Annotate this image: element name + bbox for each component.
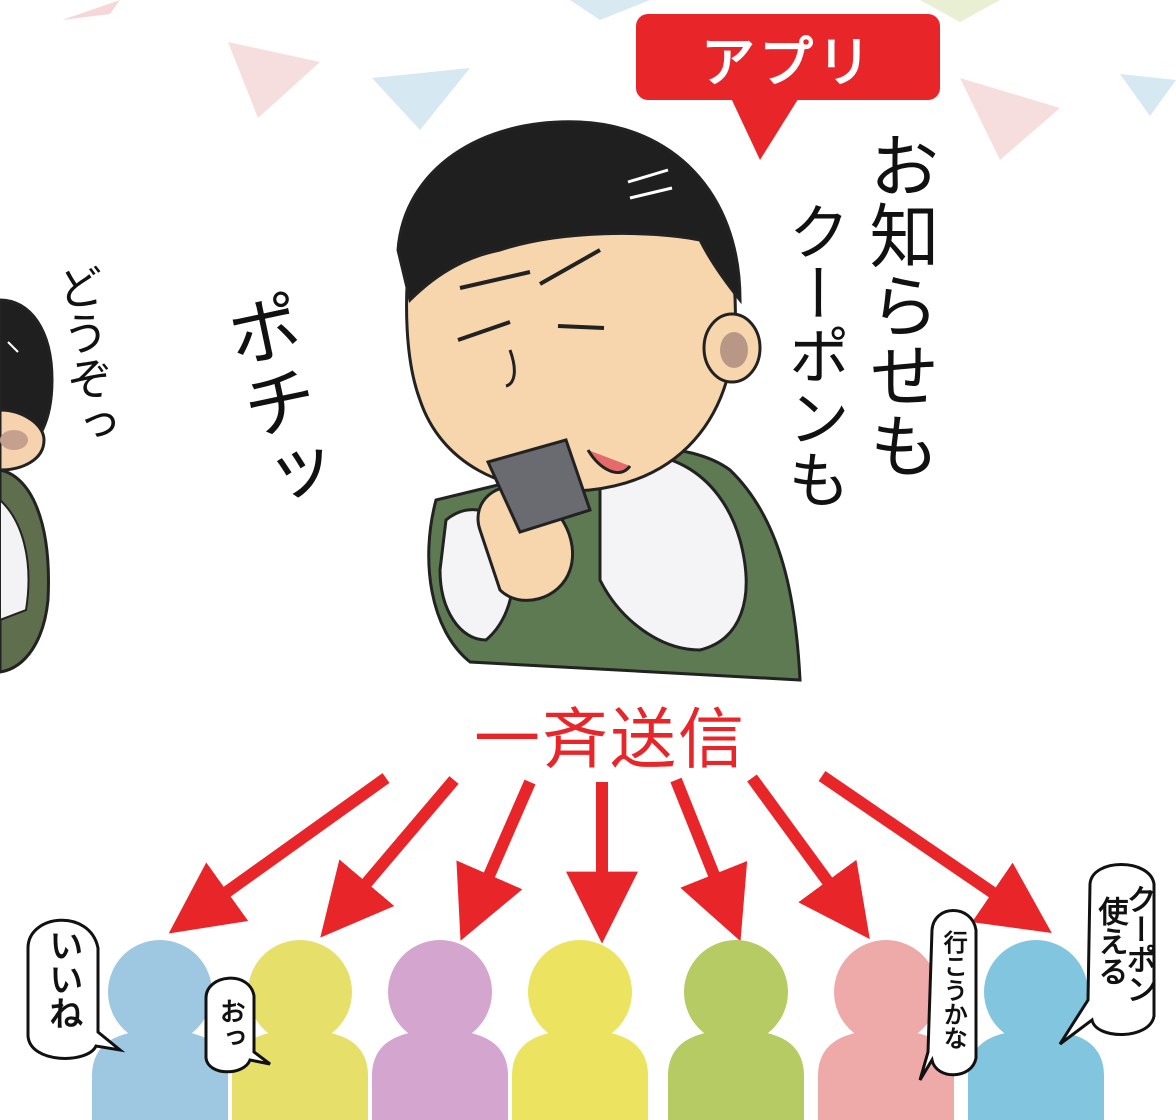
app-label: アプリ	[701, 30, 875, 94]
person-silhouette-icon	[372, 940, 508, 1120]
speech-bubble-icon	[26, 863, 1156, 1081]
arrow-down-icon	[818, 771, 1052, 933]
person-silhouette-icon	[968, 940, 1104, 1120]
notice-text: お知らせも	[858, 130, 940, 480]
arrow-down-icon	[670, 777, 748, 942]
arrow-down-icon	[320, 776, 459, 938]
person-silhouette-icon	[232, 940, 368, 1120]
arrow-down-icon	[456, 779, 536, 941]
arrow-down-icon	[168, 773, 390, 934]
arrow-down-icon	[747, 774, 870, 940]
person-silhouette-icon	[92, 940, 228, 1120]
person-silhouette-icon	[818, 940, 954, 1120]
coupon-text: クーポンも	[777, 200, 850, 510]
bubble-o-text: おっ	[215, 998, 246, 1050]
bubble-iine-text: いいね	[42, 928, 83, 1030]
person-silhouette-icon	[512, 940, 648, 1120]
broadcast-label: 一斉送信	[474, 701, 746, 778]
bubble-ikoukana-text: 行こうかな	[939, 930, 968, 1050]
bubble-tsukaeru-text: 使える	[1092, 896, 1128, 986]
person-silhouette-icon	[668, 940, 804, 1120]
bubble-coupon-text: クーポン	[1120, 884, 1156, 1004]
